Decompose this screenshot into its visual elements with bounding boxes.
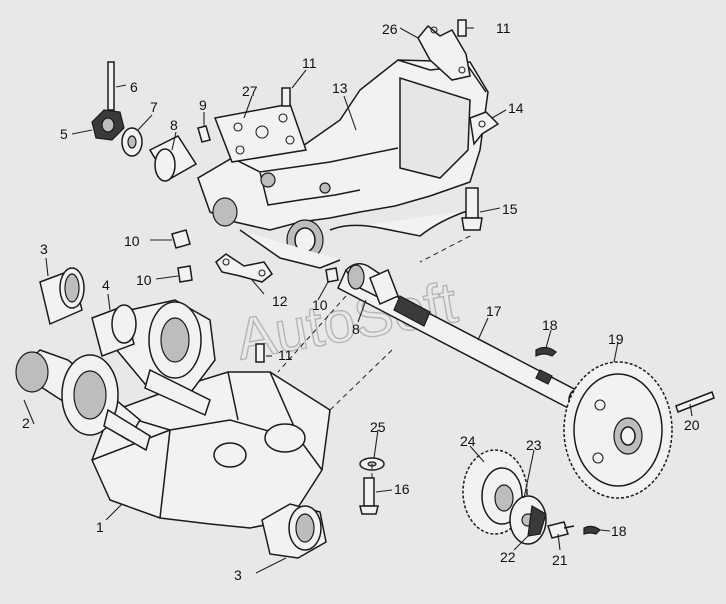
callout-5: 5 [60, 126, 68, 142]
gasket-part-27 [213, 103, 308, 163]
bracket-part-14 [469, 111, 500, 146]
callout-8-upper: 8 [170, 117, 178, 133]
callout-8-lower: 8 [352, 321, 360, 337]
bushing-part-4 [91, 304, 137, 357]
callout-labels: 1 2 3 3 4 5 6 7 8 8 9 10 10 10 11 11 11 … [22, 20, 700, 583]
callout-9: 9 [199, 97, 207, 113]
callout-10-a: 10 [124, 233, 140, 249]
bushing-part-8-lower [369, 268, 399, 306]
callout-13: 13 [332, 80, 348, 96]
gear-part-19 [563, 361, 673, 499]
washer-part-7 [121, 127, 143, 157]
callout-7: 7 [150, 99, 158, 115]
callout-11-top: 11 [496, 20, 511, 36]
bolt-part-15 [461, 187, 483, 231]
callout-17: 17 [486, 303, 502, 319]
callout-25: 25 [370, 419, 386, 435]
callout-23: 23 [526, 437, 542, 453]
pin-part-20 [675, 391, 715, 413]
fitting-part-10-b [177, 265, 193, 283]
callout-6: 6 [130, 79, 138, 95]
callout-18-lower: 18 [611, 523, 627, 539]
pin-part-9 [197, 125, 211, 143]
bolt-part-21 [547, 521, 575, 539]
callout-16: 16 [394, 481, 410, 497]
lower-housing-part-1 [91, 371, 331, 529]
callout-4: 4 [102, 277, 110, 293]
alignment-line-c [419, 235, 471, 263]
bushing-part-3-upper [39, 267, 85, 326]
callout-20: 20 [684, 417, 700, 433]
callout-3-lower: 3 [234, 567, 242, 583]
fitting-part-10-a [171, 229, 191, 249]
callout-18-upper: 18 [542, 317, 558, 333]
key-part-18-upper [535, 346, 557, 357]
balancer-shaft-part-2 [15, 299, 216, 452]
callout-12: 12 [272, 293, 288, 309]
plate-part-23 [509, 495, 547, 545]
callout-27: 27 [242, 83, 258, 99]
callout-26: 26 [382, 21, 398, 37]
callout-14: 14 [508, 100, 524, 116]
gasket-part-26 [417, 24, 471, 81]
alignment-line-a [277, 295, 347, 373]
callout-24: 24 [460, 433, 476, 449]
callout-2: 2 [22, 415, 30, 431]
fitting-part-10-c [325, 267, 339, 283]
callout-10-c: 10 [312, 297, 328, 313]
bushing-part-3-lower [261, 503, 327, 559]
callout-22: 22 [500, 549, 516, 565]
dowel-part-11-upper [281, 87, 291, 107]
leader-lines [23, 27, 693, 574]
alignment-line-b [329, 349, 393, 411]
callout-11-lower: 11 [278, 347, 293, 363]
key-part-18-lower [583, 525, 601, 535]
callout-1: 1 [96, 519, 104, 535]
dowel-part-11-top [457, 19, 467, 37]
callout-11-upper: 11 [302, 55, 317, 71]
callout-19: 19 [608, 331, 624, 347]
callout-3-upper: 3 [40, 241, 48, 257]
bolt-part-16 [359, 477, 379, 515]
gasket-part-12 [215, 253, 274, 283]
callout-10-b: 10 [136, 272, 152, 288]
nut-part-5 [91, 109, 125, 141]
bushing-part-8-upper [148, 135, 198, 182]
dowel-part-11-lower [255, 343, 265, 363]
callout-15: 15 [502, 201, 518, 217]
stud-part-6 [107, 61, 115, 111]
callout-21: 21 [552, 552, 568, 568]
